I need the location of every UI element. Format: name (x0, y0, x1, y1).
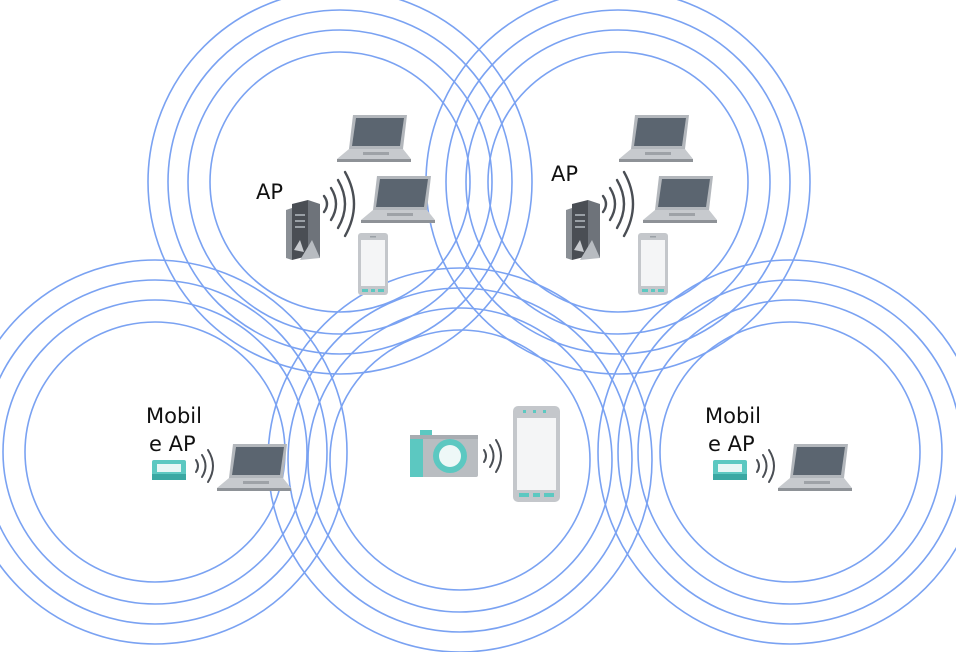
wifi-signal-waves-icon (483, 439, 502, 473)
coverage-ring (329, 329, 591, 591)
ap-label-left: AP (256, 180, 284, 204)
wifi-signal-waves-icon (322, 170, 356, 238)
pocket-wifi-icon (152, 460, 186, 480)
coverage-ring (617, 279, 956, 625)
coverage-ring (425, 0, 811, 375)
coverage-ring (659, 321, 921, 583)
laptop-icon (778, 444, 852, 491)
wifi-signal-waves-icon (195, 449, 214, 483)
coverage-ring (597, 259, 956, 645)
coverage-ring (0, 259, 348, 645)
camera-icon (410, 430, 478, 477)
coverage-ring (209, 51, 471, 313)
mobile-ap-cell-right (713, 444, 852, 491)
mobile-ap-cell-left (152, 444, 291, 491)
coverage-ring (0, 279, 328, 625)
wireless-router-icon (566, 200, 600, 260)
smartphone-icon (638, 233, 668, 295)
mobile-ap-label-right-line2: e AP (708, 432, 755, 456)
coverage-ring (147, 0, 533, 375)
laptop-icon (217, 444, 291, 491)
mobile-ap-label-left-line1: Mobil (146, 404, 202, 428)
coverage-ring (465, 29, 771, 335)
wifi-signal-waves-icon (756, 449, 775, 483)
coverage-ring (287, 287, 633, 633)
smartphone-icon (513, 406, 560, 502)
laptop-icon (619, 115, 693, 162)
ap-cell-right (566, 115, 717, 295)
mobile-ap-label-right-line1: Mobil (705, 404, 761, 428)
pocket-wifi-icon (713, 460, 747, 480)
laptop-icon (337, 115, 411, 162)
smartphone-icon (358, 233, 388, 295)
camera-cell-center (410, 406, 560, 502)
laptop-icon (361, 176, 435, 223)
wireless-router-icon (286, 200, 320, 260)
ap-cell-left (286, 115, 435, 295)
coverage-ring (167, 9, 513, 355)
wifi-signal-waves-icon (601, 170, 635, 238)
coverage-ring (2, 299, 308, 605)
coverage-ring (487, 51, 749, 313)
coverage-ring (637, 299, 943, 605)
coverage-ring (187, 29, 493, 335)
ap-label-right: AP (551, 162, 579, 186)
coverage-ring (445, 9, 791, 355)
mobile-ap-label-left-line2: e AP (149, 432, 196, 456)
laptop-icon (643, 176, 717, 223)
coverage-ring (307, 307, 613, 613)
